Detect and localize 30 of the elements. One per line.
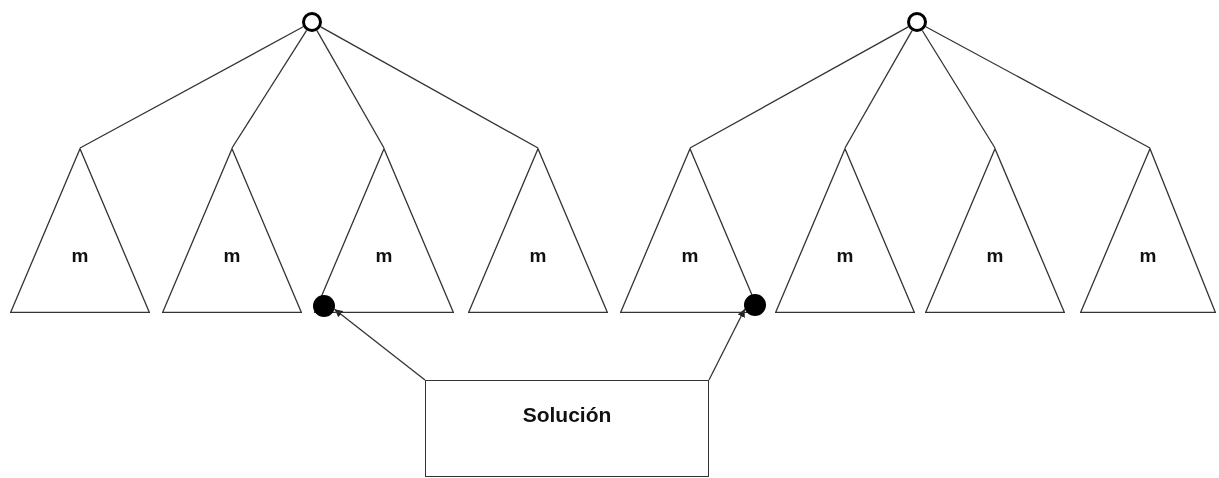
subtree-triangle xyxy=(775,148,915,313)
subtree-triangle xyxy=(468,148,608,313)
subtree-label: m xyxy=(223,245,241,267)
solution-label: Solución xyxy=(522,403,612,428)
root-circle xyxy=(907,12,927,32)
subtree-triangle xyxy=(925,148,1065,313)
subtree-label: m xyxy=(1139,245,1157,267)
tree-branch-line xyxy=(79,26,304,149)
subtree-label: m xyxy=(836,245,854,267)
arrow xyxy=(333,308,426,381)
subtree-label: m xyxy=(71,245,89,267)
root-circle xyxy=(302,12,322,32)
solution-box xyxy=(425,380,709,477)
tree-branch-line xyxy=(921,29,996,149)
solution-dot xyxy=(313,295,335,317)
subtree-label: m xyxy=(681,245,699,267)
subtree-label: m xyxy=(529,245,547,267)
tree-branch-line xyxy=(844,30,913,149)
tree-branch-line xyxy=(231,29,308,149)
tree-branch-line xyxy=(316,30,385,149)
subtree-triangle xyxy=(162,148,302,313)
tree-branch-line xyxy=(925,26,1151,149)
tree-branch-line xyxy=(689,26,909,149)
tree-branch-line xyxy=(320,26,539,149)
subtree-label: m xyxy=(986,245,1004,267)
subtree-label: m xyxy=(375,245,393,267)
subtree-triangle xyxy=(1080,148,1216,313)
solution-dot xyxy=(744,294,766,316)
arrow xyxy=(708,308,746,381)
subtree-triangle xyxy=(10,148,150,313)
